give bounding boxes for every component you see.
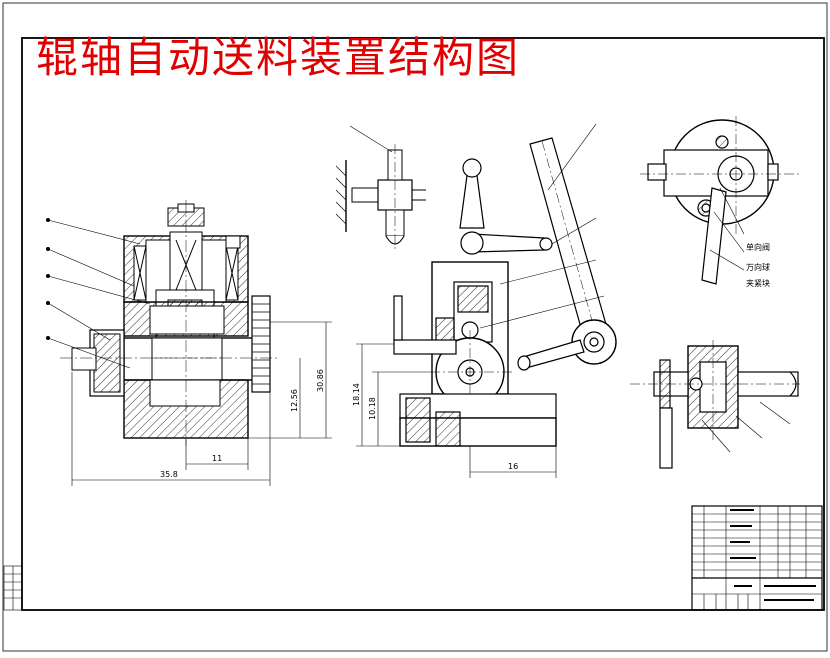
drawing-title: 辊轴自动送料装置结构图 xyxy=(36,33,521,82)
dim-front-height-outer: 30.86 xyxy=(316,369,325,392)
note-line-2: 万向球 xyxy=(746,262,770,272)
note-line-3: 夹紧块 xyxy=(746,278,770,288)
handle-detail-view xyxy=(335,125,426,252)
dim-front-width: 35.8 xyxy=(160,470,178,479)
side-view-dimensions xyxy=(356,343,557,478)
dim-side-height-inner: 10.18 xyxy=(368,397,377,420)
dim-side-width: 16 xyxy=(508,462,518,471)
dim-front-offset: 11 xyxy=(212,454,222,463)
top-right-view xyxy=(640,116,800,285)
bottom-right-section xyxy=(630,340,800,469)
side-view xyxy=(393,123,617,447)
title-block xyxy=(691,505,823,611)
dim-front-height-inner: 12.56 xyxy=(290,389,299,412)
note-line-1: 单向阀 xyxy=(746,242,770,252)
front-view-dimensions xyxy=(71,321,332,486)
binding-strip xyxy=(3,565,23,611)
dim-side-height-outer: 18.14 xyxy=(352,383,361,406)
front-section-view xyxy=(46,200,280,446)
